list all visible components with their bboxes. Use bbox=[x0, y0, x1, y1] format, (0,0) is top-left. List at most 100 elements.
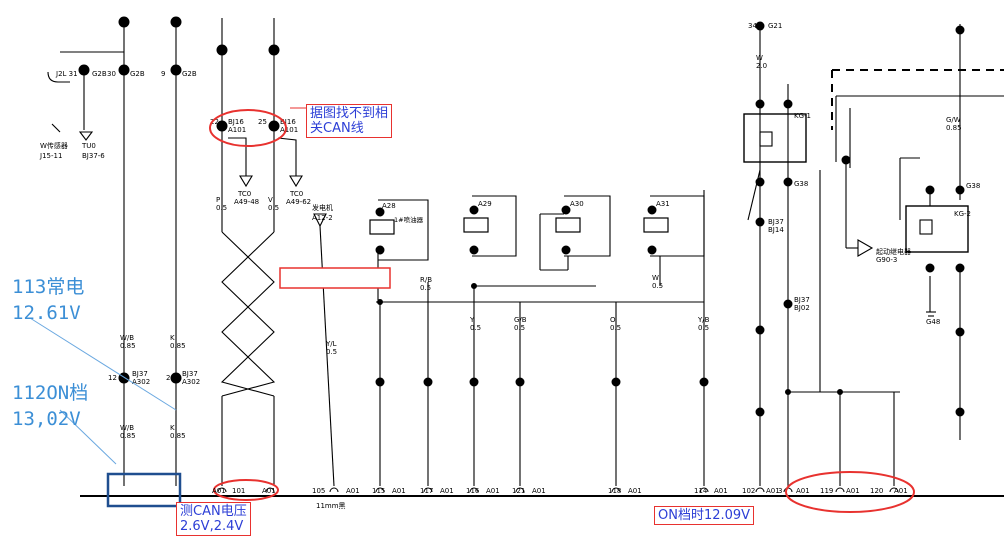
svg-text:A30: A30 bbox=[570, 200, 584, 208]
can-voltage-note: 测CAN电压 2.6V,2.4V bbox=[176, 502, 251, 536]
svg-text:BJ37: BJ37 bbox=[132, 370, 148, 378]
svg-text:W: W bbox=[652, 274, 659, 282]
on-ellipse bbox=[785, 471, 915, 513]
svg-text:0.85: 0.85 bbox=[120, 342, 136, 350]
svg-text:9: 9 bbox=[161, 70, 165, 78]
const-highlight-box bbox=[106, 472, 182, 508]
svg-text:BJ37: BJ37 bbox=[794, 296, 810, 304]
bus-node-label: A01 bbox=[766, 487, 780, 495]
svg-text:V: V bbox=[268, 196, 273, 204]
on-voltage-note: ON档时12.09V bbox=[654, 506, 755, 525]
svg-text:0.5: 0.5 bbox=[514, 324, 525, 332]
svg-text:BJ37: BJ37 bbox=[182, 370, 198, 378]
svg-text:BJ37-6: BJ37-6 bbox=[82, 152, 105, 160]
can-ellipse-top bbox=[209, 109, 287, 147]
svg-text:0.5: 0.5 bbox=[268, 204, 279, 212]
svg-text:G/B: G/B bbox=[514, 316, 527, 324]
svg-text:0.5: 0.5 bbox=[470, 324, 481, 332]
svg-text:P: P bbox=[216, 196, 220, 204]
svg-text:G/W: G/W bbox=[946, 116, 961, 124]
bus-node-label: 105 bbox=[312, 487, 325, 495]
svg-text:KG-2: KG-2 bbox=[954, 210, 971, 218]
svg-text:2: 2 bbox=[166, 374, 170, 382]
const-value: 12.61V bbox=[12, 302, 81, 324]
svg-text:A302: A302 bbox=[132, 378, 150, 386]
svg-text:G38: G38 bbox=[794, 180, 808, 188]
svg-text:G2B: G2B bbox=[92, 70, 107, 78]
svg-text:Y/B: Y/B bbox=[697, 316, 710, 324]
lbl-j2l: J2L 31 bbox=[55, 70, 78, 78]
svg-text:TC0: TC0 bbox=[289, 190, 303, 198]
svg-text:W: W bbox=[756, 54, 763, 62]
svg-text:TU0: TU0 bbox=[81, 142, 96, 150]
bus-node-label: 101 bbox=[232, 487, 245, 495]
svg-text:W/B: W/B bbox=[120, 424, 134, 432]
svg-text:12: 12 bbox=[108, 374, 117, 382]
svg-text:0.85: 0.85 bbox=[946, 124, 962, 132]
svg-text:BJ16: BJ16 bbox=[228, 118, 244, 126]
svg-text:G38: G38 bbox=[966, 182, 980, 190]
svg-text:A101: A101 bbox=[280, 126, 298, 134]
svg-text:BJ14: BJ14 bbox=[768, 226, 784, 234]
bus-node-label: 118 bbox=[608, 487, 621, 495]
blank-red-box bbox=[279, 267, 391, 289]
svg-text:TC0: TC0 bbox=[237, 190, 251, 198]
const-label: 113常电 bbox=[12, 276, 85, 298]
bus-node-label: A01 bbox=[532, 487, 546, 495]
svg-text:0.5: 0.5 bbox=[420, 284, 431, 292]
svg-text:W传感器: W传感器 bbox=[40, 141, 68, 150]
bus-node-label: 117 bbox=[420, 487, 433, 495]
svg-text:A12-2: A12-2 bbox=[312, 214, 333, 222]
svg-text:34: 34 bbox=[748, 22, 757, 30]
svg-text:BJ02: BJ02 bbox=[794, 304, 810, 312]
svg-text:11mm黑: 11mm黑 bbox=[316, 502, 346, 510]
svg-text:25: 25 bbox=[258, 118, 267, 126]
arrow-on bbox=[59, 409, 117, 465]
svg-text:A302: A302 bbox=[182, 378, 200, 386]
svg-text:0.5: 0.5 bbox=[698, 324, 709, 332]
svg-text:0.5: 0.5 bbox=[216, 204, 227, 212]
svg-text:W/B: W/B bbox=[120, 334, 134, 342]
svg-text:0.85: 0.85 bbox=[170, 432, 186, 440]
bus-node-label: A01 bbox=[392, 487, 406, 495]
bus-node-label: 119 bbox=[820, 487, 833, 495]
svg-text:G90-3: G90-3 bbox=[876, 256, 897, 264]
bus-node-label: A01 bbox=[714, 487, 728, 495]
bus-node-label: 116 bbox=[466, 487, 480, 495]
svg-text:0.5: 0.5 bbox=[610, 324, 621, 332]
svg-text:22: 22 bbox=[210, 118, 219, 126]
svg-text:发电机: 发电机 bbox=[312, 203, 333, 212]
svg-text:K: K bbox=[170, 424, 175, 432]
can-ellipse-bottom bbox=[213, 479, 279, 501]
bus-node-label: A01 bbox=[894, 487, 908, 495]
svg-text:BJ37: BJ37 bbox=[768, 218, 784, 226]
svg-text:J15-11: J15-11 bbox=[39, 152, 62, 160]
bus-node-label: A01 bbox=[486, 487, 500, 495]
bus-node-label: A01 bbox=[262, 487, 276, 495]
bus-node-label: 114 bbox=[694, 487, 708, 495]
svg-text:G48: G48 bbox=[926, 318, 940, 326]
no-can-note: 据图找不到相 关CAN线 bbox=[306, 104, 393, 138]
svg-text:30: 30 bbox=[107, 70, 116, 78]
svg-text:Y: Y bbox=[469, 316, 475, 324]
svg-text:2.0: 2.0 bbox=[756, 62, 767, 70]
svg-text:R/B: R/B bbox=[420, 276, 432, 284]
svg-text:K: K bbox=[170, 334, 175, 342]
bus-node-label: 3 bbox=[778, 487, 782, 495]
svg-text:A49-62: A49-62 bbox=[286, 198, 311, 206]
bus-node-label: A01 bbox=[346, 487, 360, 495]
bus-node-label: A01 bbox=[628, 487, 642, 495]
svg-text:A49-48: A49-48 bbox=[234, 198, 259, 206]
svg-text:A28: A28 bbox=[382, 202, 396, 210]
svg-text:G21: G21 bbox=[768, 22, 782, 30]
svg-text:0.5: 0.5 bbox=[326, 348, 337, 356]
svg-text:A31: A31 bbox=[656, 200, 670, 208]
svg-text:A29: A29 bbox=[478, 200, 492, 208]
bus-node-label: 115 bbox=[372, 487, 385, 495]
svg-text:0.5: 0.5 bbox=[652, 282, 663, 290]
on-value: 13,02V bbox=[12, 408, 81, 430]
svg-text:0.85: 0.85 bbox=[170, 342, 186, 350]
injector-1-label: 1#喷油器 bbox=[394, 215, 424, 224]
svg-text:G2B: G2B bbox=[130, 70, 145, 78]
